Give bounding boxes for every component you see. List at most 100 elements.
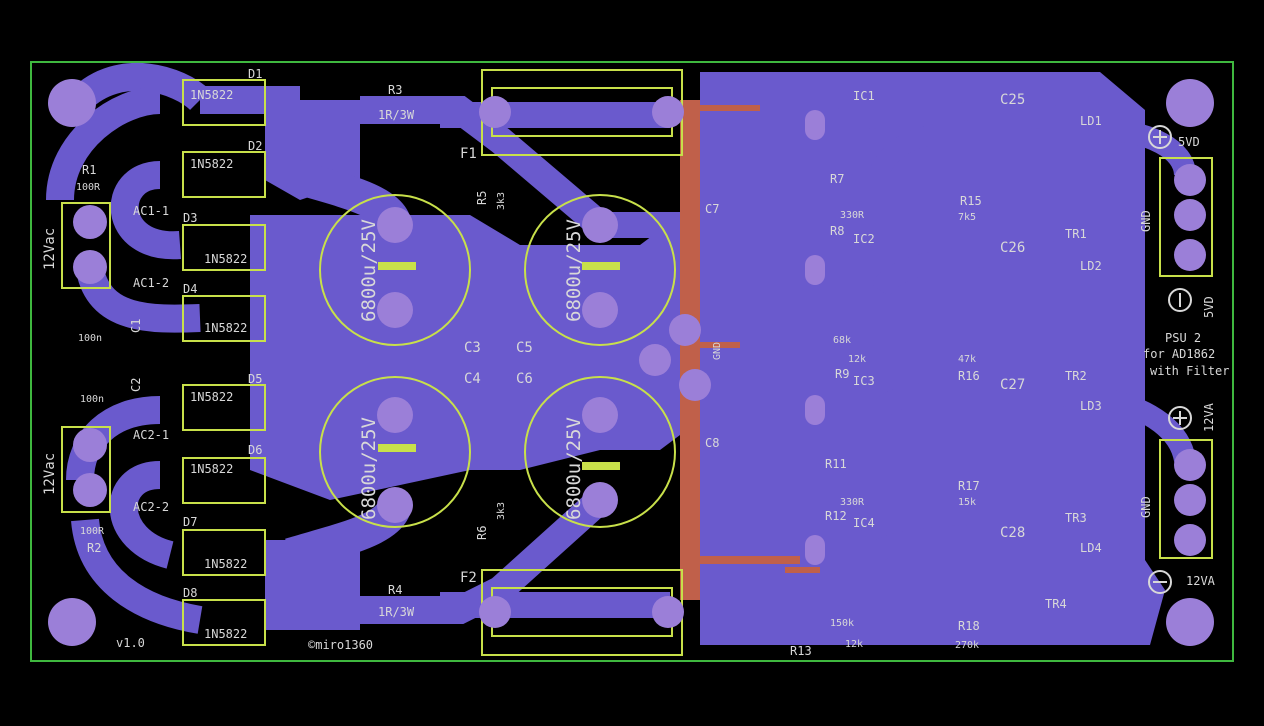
label-r5: R5 [475,191,489,205]
label-r1-value: 100R [76,182,101,193]
board-outline [30,61,1234,662]
diode-packages [182,79,266,646]
label-out-gnd-top: GND [1139,210,1153,232]
label-ld1: LD1 [1080,114,1102,128]
output-connectors [1159,157,1213,559]
label-d1-value: 1N5822 [190,88,233,102]
label-r13: R13 [790,644,812,658]
label-ac1-2: AC1-2 [133,276,169,290]
label-r17: R17 [958,479,980,493]
label-out-minus5vd: 5VD [1202,296,1216,318]
label-copyright: ©miro1360 [308,638,373,652]
label-c7: C7 [705,202,719,216]
label-r18-value: 270k [955,640,979,651]
label-r9: R9 [835,367,849,381]
label-input-top: 12Vac [42,228,58,270]
label-c8: C8 [705,436,719,450]
label-r10b-value: 12k [848,354,866,365]
label-r4: R4 [388,583,402,597]
label-r16-value: 47k [958,354,976,365]
label-c2: C2 [129,378,143,392]
label-c28: C28 [1000,525,1025,541]
label-tr4: TR4 [1045,597,1067,611]
label-r1: R1 [82,163,96,177]
label-r3-value: 1R/3W [378,108,415,122]
regulator-pads [639,110,1206,565]
label-d5-value: 1N5822 [190,390,233,404]
label-ld4: LD4 [1080,541,1102,555]
label-c2-value: 100n [80,394,104,405]
label-d3-value: 1N5822 [204,252,247,266]
label-r5-value: 3k3 [496,192,507,210]
label-ld2: LD2 [1080,259,1102,273]
label-c4: C4 [464,371,481,387]
label-d7-value: 1N5822 [204,557,247,571]
bulk-capacitors [319,194,676,528]
label-r2-value: 100R [80,526,105,537]
label-input-bottom: 12Vac [42,453,58,495]
label-c3: C3 [464,340,481,356]
label-r15: R15 [960,194,982,208]
label-d5: D5 [248,372,262,386]
silkscreen-labels: D1 1N5822 D2 1N5822 D3 1N5822 D4 1N5822 … [42,67,1229,658]
label-r8: R8 [830,224,844,238]
label-r12: R12 [825,509,847,523]
label-r12-value: 330R [840,497,865,508]
label-c5-value: 6800u/25V [563,219,585,322]
label-r11: R11 [825,457,847,471]
label-c1: C1 [129,319,143,333]
label-r7: R7 [830,172,844,186]
label-title-2: for AD1862 [1143,347,1215,361]
label-ic3: IC3 [853,374,875,388]
label-c27: C27 [1000,377,1025,393]
label-r15-value: 7k5 [958,212,976,223]
label-ic1: IC1 [853,89,875,103]
label-ac2-1: AC2-1 [133,428,169,442]
label-ac2-2: AC2-2 [133,500,169,514]
label-c4-value: 6800u/25V [358,417,380,520]
label-d4: D4 [183,282,197,296]
label-r4-value: 1R/3W [378,605,415,619]
label-ic4: IC4 [853,516,875,530]
label-d6: D6 [248,443,262,457]
label-d4-value: 1N5822 [204,321,247,335]
label-c26: C26 [1000,240,1025,256]
label-title-1: PSU 2 [1165,331,1201,345]
label-d7: D7 [183,515,197,529]
label-r14-value: 150k [830,618,854,629]
label-out-gnd-bottom: GND [1139,496,1153,518]
label-gnd-center: GND [712,342,723,360]
label-tr3: TR3 [1065,511,1087,525]
label-tr2: TR2 [1065,369,1087,383]
label-d3: D3 [183,211,197,225]
fuse-holders [479,69,684,656]
label-c1-value: 100n [78,333,102,344]
label-version: v1.0 [116,636,145,650]
label-r18: R18 [958,619,980,633]
label-out-plus12va: 12VA [1202,402,1216,432]
label-f1: F1 [460,146,477,162]
label-r3: R3 [388,83,402,97]
label-c5: C5 [516,340,533,356]
label-title-3: with Filter [1150,364,1229,378]
input-connectors [61,202,111,513]
label-c6: C6 [516,371,533,387]
label-r6: R6 [475,526,489,540]
label-d2-value: 1N5822 [190,157,233,171]
label-c6-value: 6800u/25V [563,417,585,520]
label-c3-value: 6800u/25V [358,219,380,322]
label-r14b-value: 12k [845,639,863,650]
label-d1: D1 [248,67,262,81]
label-r2: R2 [87,541,101,555]
label-r6-value: 3k3 [496,502,507,520]
label-r17-value: 15k [958,497,976,508]
mounting-holes [48,79,1214,646]
label-ld3: LD3 [1080,399,1102,413]
label-c25: C25 [1000,92,1025,108]
label-d2: D2 [248,139,262,153]
label-out-plus5vd: 5VD [1178,135,1200,149]
label-f2: F2 [460,570,477,586]
label-ic2: IC2 [853,232,875,246]
polarity-symbols [1148,125,1192,594]
